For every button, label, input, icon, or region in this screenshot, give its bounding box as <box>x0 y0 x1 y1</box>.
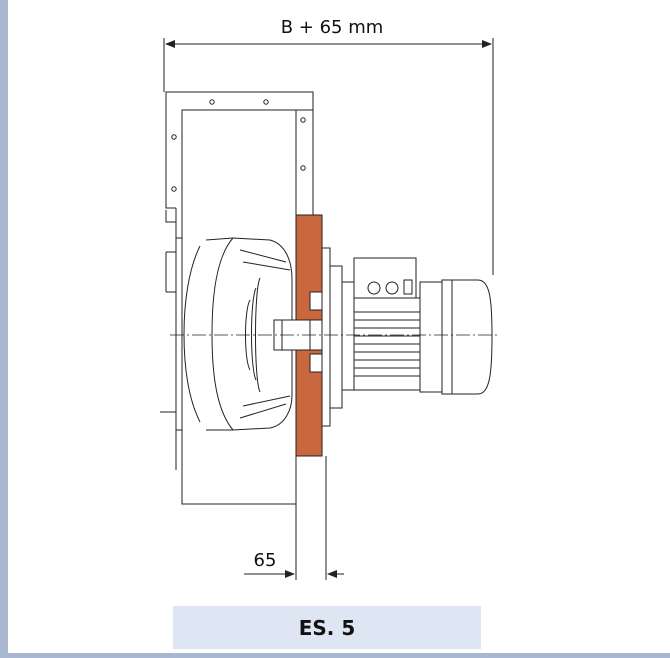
offset-label: 65 <box>254 550 277 571</box>
overall-width-dimension: B + 65 mm <box>163 17 494 275</box>
fan-housing <box>160 91 314 520</box>
electric-motor <box>353 257 493 395</box>
motor-adapter <box>309 247 355 427</box>
figure-caption-box: ES. 5 <box>173 606 481 649</box>
flange-bolt-holes <box>171 99 306 192</box>
bottom-frame-rule <box>0 653 670 658</box>
figure-caption: ES. 5 <box>298 615 356 640</box>
offset-dimension: 65 <box>244 456 344 580</box>
overall-width-label: B + 65 mm <box>281 17 384 38</box>
left-frame-rule <box>0 0 8 658</box>
